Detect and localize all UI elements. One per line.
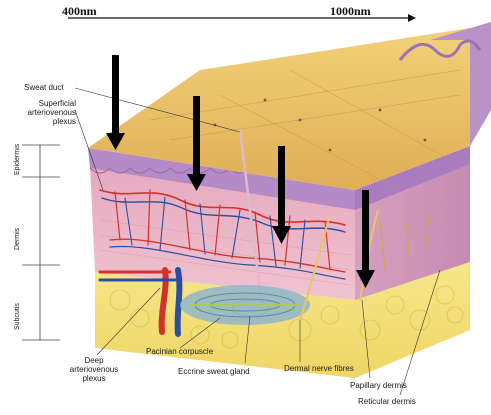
scale-label-400nm: 400nm — [62, 4, 97, 19]
label-deep-plexus-line1: Deep — [58, 356, 130, 365]
label-deep-plexus: Deep arteriovenous plexus — [58, 356, 130, 383]
label-superficial-plexus-line2: arteriovenous — [14, 108, 76, 117]
label-papillary-dermis: Papillary dermis — [350, 381, 407, 390]
label-deep-plexus-line3: plexus — [58, 374, 130, 383]
label-superficial-plexus-line3: plexus — [14, 117, 76, 126]
scale-label-1000nm: 1000nm — [330, 4, 371, 19]
label-sweat-duct: Sweat duct — [24, 83, 64, 92]
label-dermis: Dermis — [14, 228, 21, 250]
label-superficial-plexus-line1: Superficial — [14, 99, 76, 108]
label-eccrine-sweat-gland: Eccrine sweat gland — [178, 367, 250, 376]
label-deep-plexus-line2: arteriovenous — [58, 365, 130, 374]
pacinian-corpuscle — [180, 285, 310, 325]
layer-brackets — [22, 145, 60, 340]
label-pacinian-corpuscle: Pacinian corpuscle — [146, 347, 213, 356]
label-reticular-dermis: Reticular dermis — [358, 397, 416, 406]
label-epidermis: Epidermis — [14, 144, 21, 175]
label-dermal-nerve-fibres: Dermal nerve fibres — [284, 364, 354, 373]
label-subcutis: Subcutis — [14, 303, 21, 330]
label-superficial-plexus: Superficial arteriovenous plexus — [14, 99, 76, 126]
arrow-400nm — [106, 55, 125, 150]
